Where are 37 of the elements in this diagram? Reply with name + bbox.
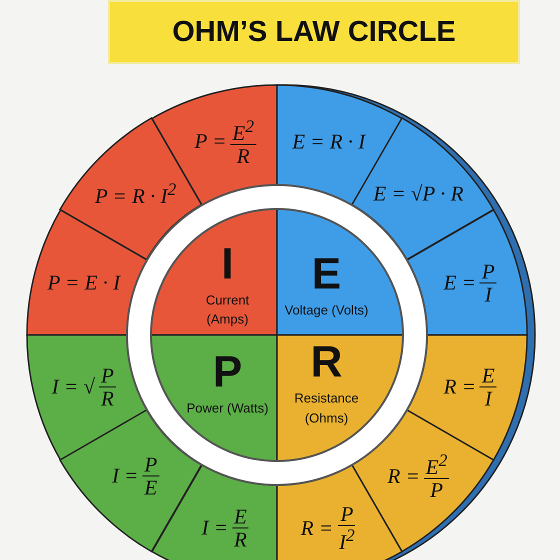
numerator: E xyxy=(232,506,249,529)
denominator: E xyxy=(143,476,158,499)
formula-lhs: R = xyxy=(300,516,333,541)
numerator: E$^{2}$ xyxy=(230,116,256,145)
quantity-symbol: E xyxy=(312,252,342,296)
numerator: P xyxy=(99,364,116,388)
numerator: E$^{2}$ xyxy=(424,451,450,480)
denominator: I xyxy=(484,284,494,306)
title: OHM’S LAW CIRCLE xyxy=(172,16,456,48)
quantity-label: Power (Watts) xyxy=(186,400,270,418)
numerator: P xyxy=(142,454,160,477)
formula-lhs: P = xyxy=(194,129,226,154)
formula: E = R · I xyxy=(292,129,366,154)
numerator: E xyxy=(480,364,497,388)
formula-lhs: I = √ xyxy=(52,374,95,400)
numerator: P xyxy=(338,503,356,526)
numerator: P xyxy=(480,260,497,284)
formula-lhs: I = xyxy=(112,464,138,489)
formula: E = √P · R xyxy=(373,181,464,206)
denominator: P xyxy=(429,479,444,502)
denominator: R xyxy=(233,528,248,551)
quantity-label: Voltage (Volts) xyxy=(284,300,370,320)
formula: P = E · I xyxy=(47,270,120,296)
quantity-label: Current (Amps) xyxy=(204,291,250,328)
denominator: I$^{2}$ xyxy=(338,526,356,554)
denominator: I xyxy=(484,387,494,410)
formula: P = R · I$^{2}$ xyxy=(94,178,176,209)
denominator: R xyxy=(100,387,115,410)
formula-lhs: R = xyxy=(388,464,420,489)
quantity-symbol: P xyxy=(212,350,242,395)
formula-lhs: R = xyxy=(444,374,476,400)
formula-lhs: E = xyxy=(444,270,476,296)
denominator: R xyxy=(236,144,251,167)
quantity-label: Resistance (Ohms) xyxy=(293,390,360,428)
quantity-symbol: R xyxy=(310,340,342,385)
formula-lhs: I = xyxy=(202,516,228,541)
quantity-symbol: I xyxy=(221,242,234,286)
